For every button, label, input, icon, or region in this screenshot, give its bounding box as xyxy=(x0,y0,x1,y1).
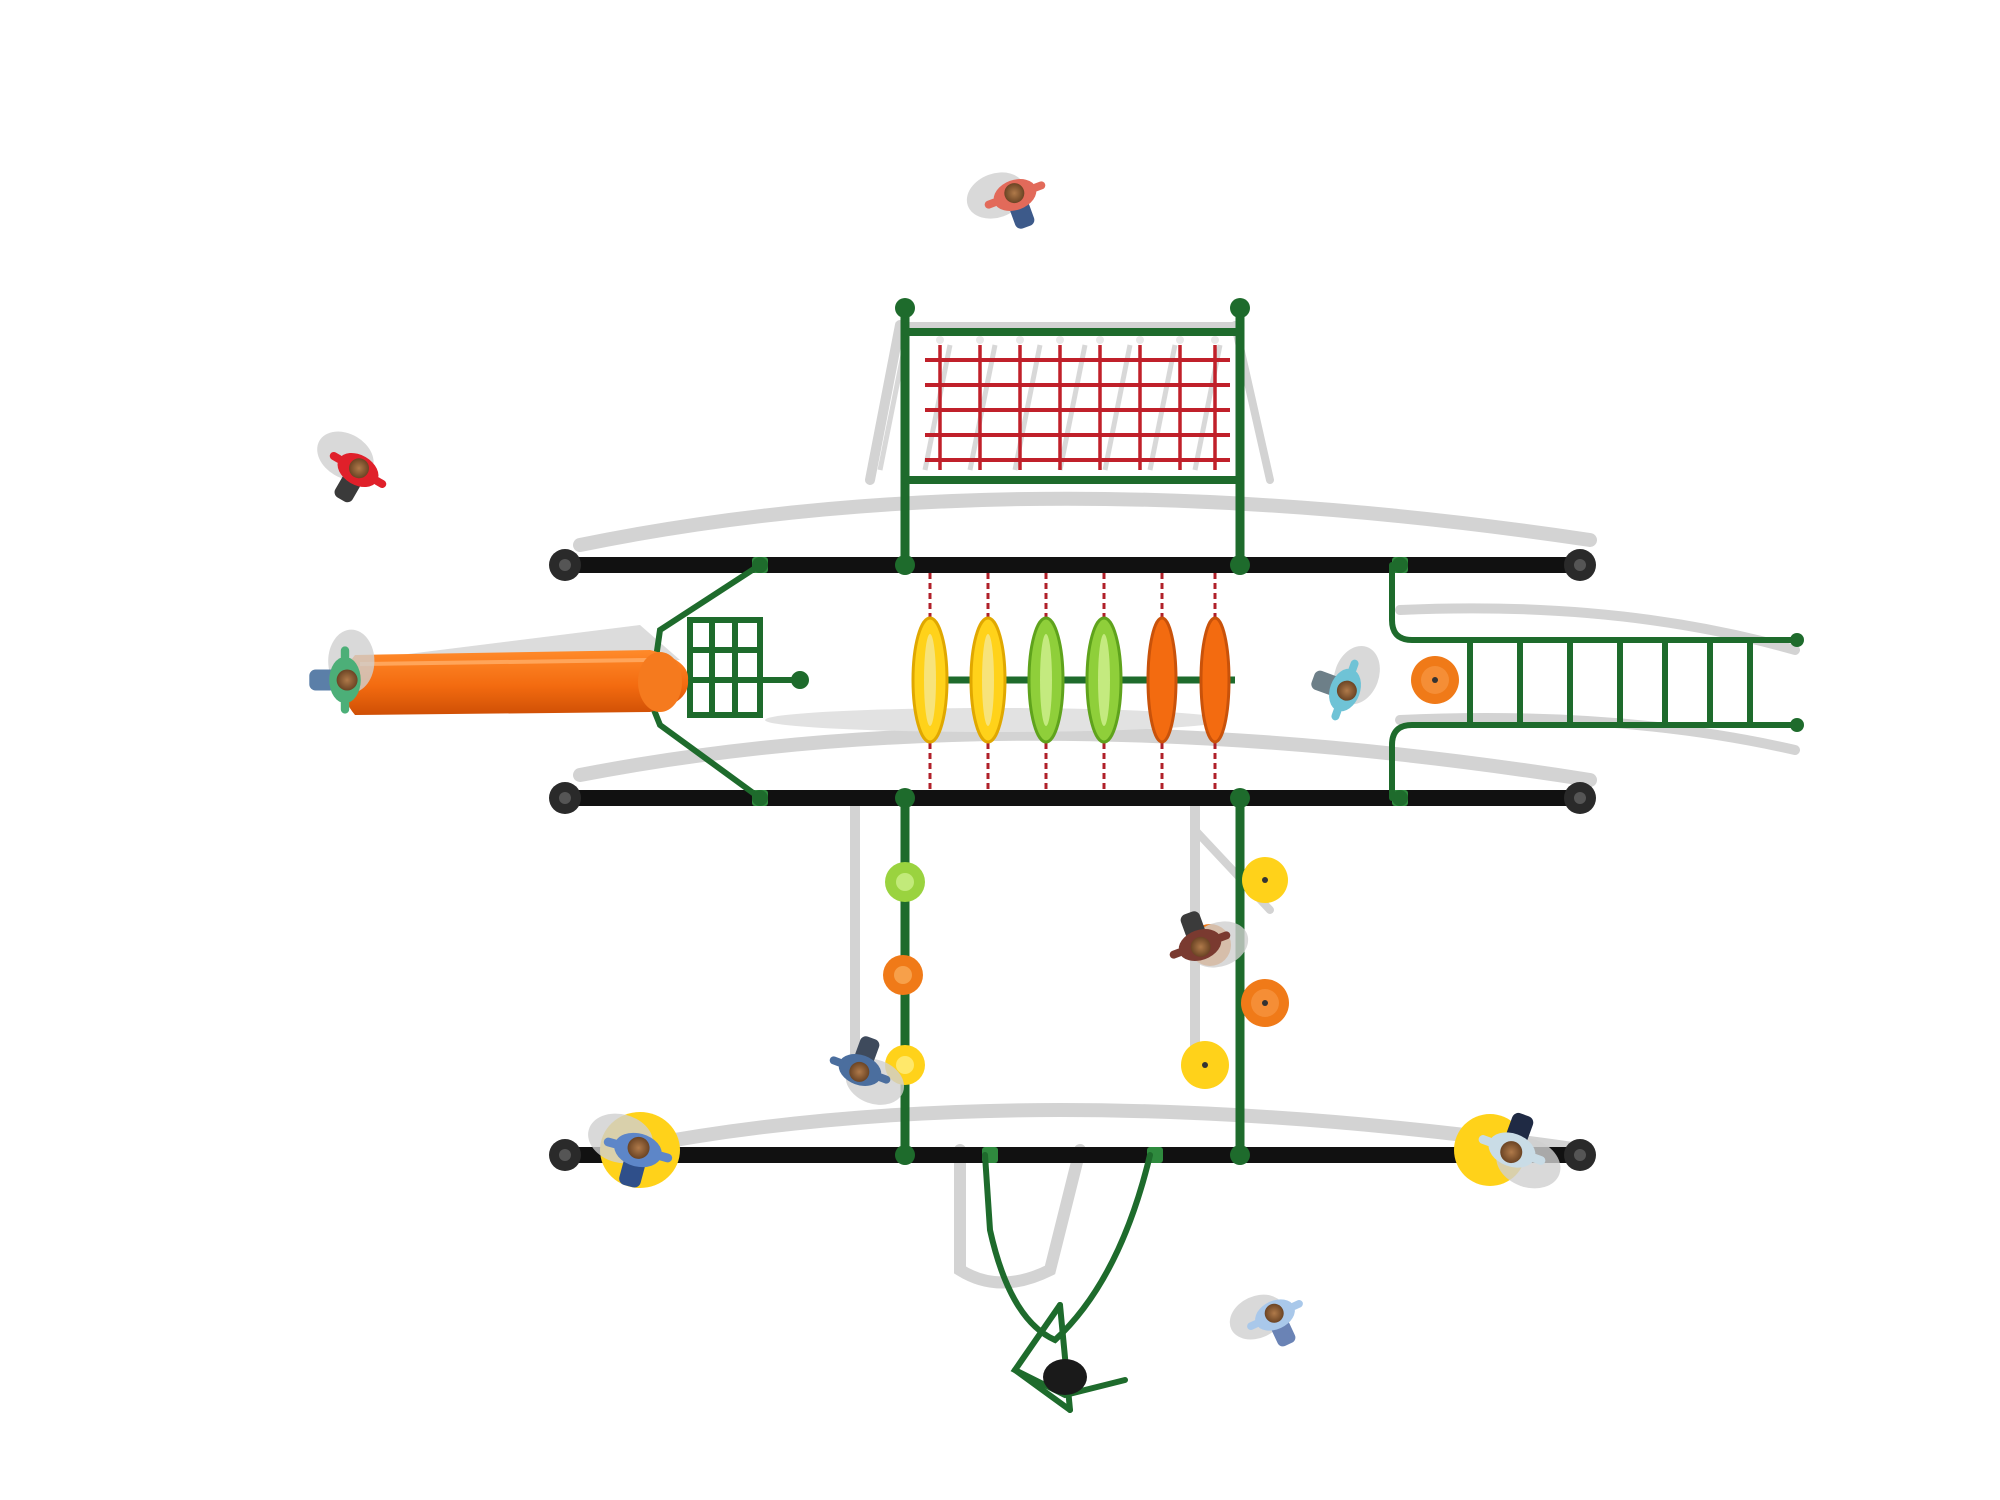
spinner-hub xyxy=(1043,1359,1087,1395)
ladder-icon[interactable] xyxy=(1389,562,1798,801)
person-icon xyxy=(309,629,375,714)
net-shadow xyxy=(877,344,1223,471)
stepping-pod-icon[interactable] xyxy=(1181,1041,1229,1089)
ring-icon[interactable] xyxy=(1027,616,1065,744)
stepping-pod-icon[interactable] xyxy=(1241,979,1289,1027)
spinner-icon[interactable] xyxy=(982,1152,1153,1413)
ring-bridge[interactable] xyxy=(911,573,1235,790)
stepping-pod-icon[interactable] xyxy=(1242,857,1288,903)
person-icon xyxy=(1229,1294,1303,1347)
ring-icon[interactable] xyxy=(1085,616,1123,744)
person-icon xyxy=(1169,911,1249,968)
person-icon xyxy=(829,1036,905,1105)
stepping-pod-icon[interactable] xyxy=(1411,656,1459,704)
ladder-end-cap xyxy=(1790,633,1804,647)
person-icon xyxy=(588,1113,673,1188)
beam-bottom xyxy=(549,1139,1596,1171)
posts xyxy=(900,793,1245,1160)
person-icon xyxy=(317,431,387,503)
stepping-pod-icon[interactable] xyxy=(885,862,925,902)
ring-icon[interactable] xyxy=(1146,616,1178,744)
person-icon xyxy=(1311,645,1380,721)
beam-middle xyxy=(549,782,1596,814)
ring-icon[interactable] xyxy=(911,616,949,744)
beam-top xyxy=(549,549,1596,581)
slide-icon[interactable] xyxy=(342,650,689,715)
cargo-net-icon[interactable] xyxy=(895,298,1250,570)
people xyxy=(309,172,1561,1347)
pods-left[interactable] xyxy=(883,862,925,1085)
person-icon xyxy=(1478,1112,1561,1189)
ring-icon[interactable] xyxy=(969,616,1007,744)
ring-icon[interactable] xyxy=(1199,616,1231,744)
ladder-end-cap xyxy=(1790,718,1804,732)
post-caps xyxy=(752,555,1408,1165)
stepping-pod-icon[interactable] xyxy=(883,955,923,995)
shadows xyxy=(573,320,1800,1289)
person-icon xyxy=(966,172,1046,229)
